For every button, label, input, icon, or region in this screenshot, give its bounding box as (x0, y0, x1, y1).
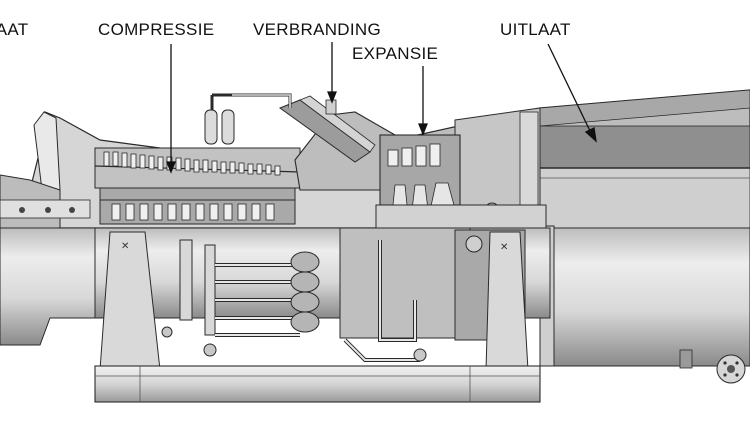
callout-lines (166, 42, 597, 174)
exhaust-duct (394, 89, 750, 229)
label-uitlaat: UITLAAT (500, 20, 571, 39)
label-verbranding: VERBRANDING (253, 20, 381, 39)
label-inlaat: LAAT (0, 20, 29, 39)
combustion-chamber (204, 93, 396, 191)
exhaust-cylinder (539, 225, 750, 384)
label-expansie: EXPANSIE (352, 44, 439, 63)
support-frame: ✕ ✕ (94, 231, 541, 403)
label-compressie: COMPRESSIE (98, 20, 215, 39)
piping (161, 239, 427, 362)
compressor-blades (103, 151, 281, 221)
turbine-section (375, 134, 547, 230)
svg-text:✕: ✕ (121, 241, 129, 252)
air-inlet (0, 174, 101, 346)
callout-uitlaat (547, 43, 593, 136)
lower-casing (94, 227, 551, 341)
svg-text:✕: ✕ (500, 242, 508, 253)
